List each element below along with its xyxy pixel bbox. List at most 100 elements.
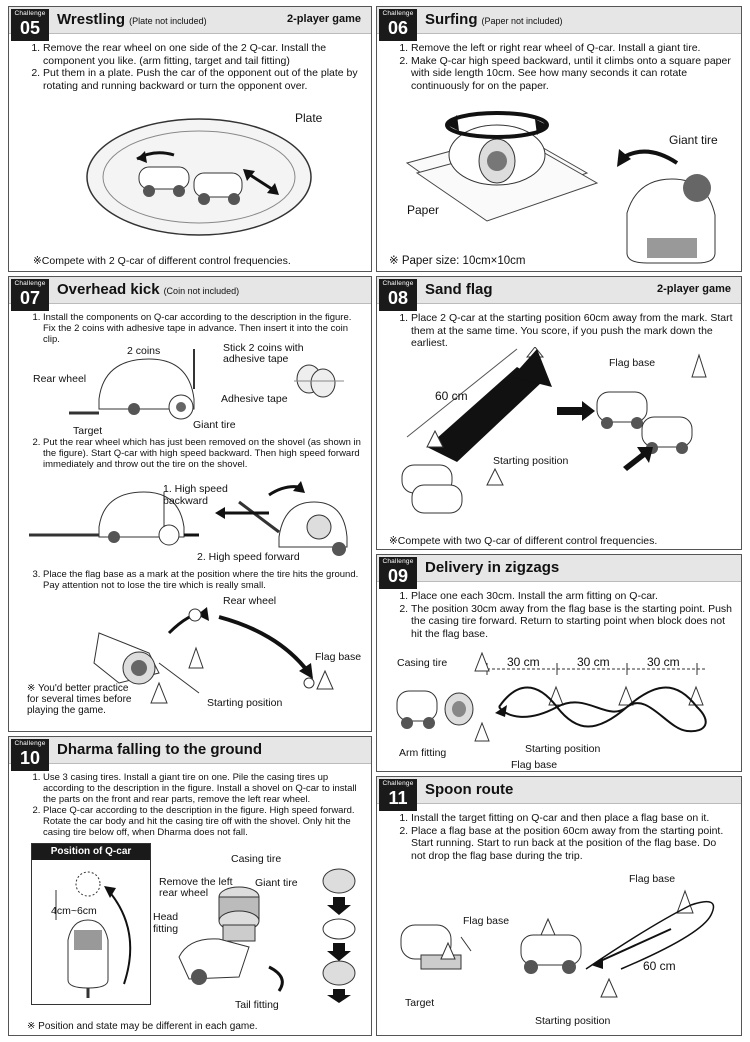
car-icon (138, 166, 190, 197)
title-text: Delivery in zigzags (425, 559, 560, 576)
challenge-title: Wrestling(Plate not included) (57, 11, 207, 28)
steps-list: Use 3 casing tires. Install a giant tire… (33, 772, 363, 838)
steps-list: Place 2 Q-car at the starting position 6… (401, 312, 733, 350)
flag-base-label: Flag base (629, 873, 676, 885)
step-1: Place one each 30cm. Install the arm fit… (411, 590, 733, 603)
step-2: The position 30cm away from the flag bas… (411, 603, 733, 641)
coin-icon (294, 364, 344, 398)
challenge-label: Challenge (382, 10, 414, 17)
challenge-title: Spoon route (425, 781, 513, 798)
arrow-icon (218, 615, 311, 675)
challenge-label: Challenge (14, 10, 46, 17)
tire-stack-icon (218, 886, 260, 942)
stick-coins-label: Stick 2 coins with adhesive tape (223, 342, 304, 365)
car-icon (401, 464, 463, 514)
arrow-icon (557, 401, 595, 421)
car-icon (98, 491, 185, 546)
challenge-number: 06 (387, 18, 409, 38)
car-icon (596, 391, 648, 429)
casing-tire-label: Casing tire (397, 657, 448, 669)
head-fitting-label: Head fitting (153, 911, 179, 935)
push-arrow-icon (246, 171, 276, 193)
car-icon (520, 917, 582, 974)
step-2: Put them in a plate. Push the car of the… (43, 67, 363, 92)
step-2: Place a flag base at the position 60cm a… (411, 825, 733, 863)
giant-tire-label: Giant tire (669, 133, 718, 147)
cone-icon (426, 429, 444, 448)
zigzag-figure (396, 651, 707, 742)
arrow-icon (268, 965, 284, 992)
arrow-icon (595, 928, 672, 964)
distance-label: 4cm~6cm (51, 905, 97, 917)
car-icon (626, 174, 716, 264)
footnote: ※Compete with 2 Q-car of different contr… (33, 255, 291, 267)
steps-list: Remove the left or right rear wheel of Q… (401, 42, 733, 92)
rear-wheel-label: Rear wheel (33, 373, 87, 385)
title-text: Wrestling (57, 11, 126, 28)
step-3: Place the flag base as a mark at the pos… (43, 569, 363, 591)
title-text: Overhead kick (57, 281, 160, 298)
cone-icon (474, 721, 490, 742)
casing-tire-icon (444, 692, 474, 726)
remove-wheel-label: Remove the left rear wheel (159, 876, 233, 899)
step-2: Make Q-car high speed backward, until it… (411, 55, 733, 93)
title-note: (Paper not included) (481, 16, 563, 26)
challenge-number: 10 (19, 748, 41, 768)
challenge-title: Sand flag (425, 281, 493, 298)
challenge-number: 05 (19, 18, 41, 38)
challenge-label: Challenge (382, 780, 414, 787)
challenge-title: Surfing(Paper not included) (425, 11, 563, 28)
cone-icon (150, 681, 168, 704)
adhesive-tape-label: Adhesive tape (221, 393, 288, 405)
title-note: (Plate not included) (129, 16, 207, 26)
cone-icon (440, 941, 456, 960)
position-figure (55, 871, 132, 998)
starting-position-label: Starting position (207, 697, 283, 709)
step-1: Remove the left or right rear wheel of Q… (411, 42, 733, 55)
target-label: Target (405, 997, 435, 1009)
shovel-figure (29, 481, 348, 556)
car-icon (448, 124, 546, 186)
players-badge: 2-player game (657, 283, 731, 295)
challenge-title: Overhead kick(Coin not included) (57, 281, 239, 298)
dharma-icon (75, 871, 101, 897)
high-speed-backward-label: 1. High speed backward (163, 483, 228, 507)
position-box: Position of Q-car (31, 843, 151, 1005)
giant-tire-label: Giant tire (193, 419, 236, 431)
tail-fitting-label: Tail fitting (235, 999, 279, 1011)
steps-list: Install the components on Q-car accordin… (33, 312, 363, 345)
casing-tire-label: Casing tire (231, 853, 282, 865)
cone-icon (540, 917, 556, 936)
tire-column-icon (322, 868, 356, 1003)
cone-icon (474, 651, 490, 672)
step-1: Place 2 Q-car at the starting position 6… (411, 312, 733, 350)
step-2: Place Q-car according to the description… (43, 805, 363, 838)
sand-flag-figure (401, 347, 707, 514)
steps-list: Place the flag base as a mark at the pos… (33, 569, 363, 591)
target-label: Target (73, 425, 103, 437)
car-icon (193, 172, 243, 205)
cone-icon (691, 353, 707, 378)
challenge-label: Challenge (382, 280, 414, 287)
step-1: Remove the rear wheel on one side of the… (43, 42, 363, 67)
car-icon (396, 690, 438, 729)
cone-icon (548, 685, 564, 706)
car-icon (67, 919, 109, 998)
rear-wheel-label: Rear wheel (223, 595, 277, 607)
steps-list: Install the target fitting on Q-car and … (401, 812, 733, 862)
steps-list: Put the rear wheel which has just been r… (33, 437, 363, 470)
plate-figure (86, 118, 312, 236)
cone-icon (600, 977, 618, 998)
